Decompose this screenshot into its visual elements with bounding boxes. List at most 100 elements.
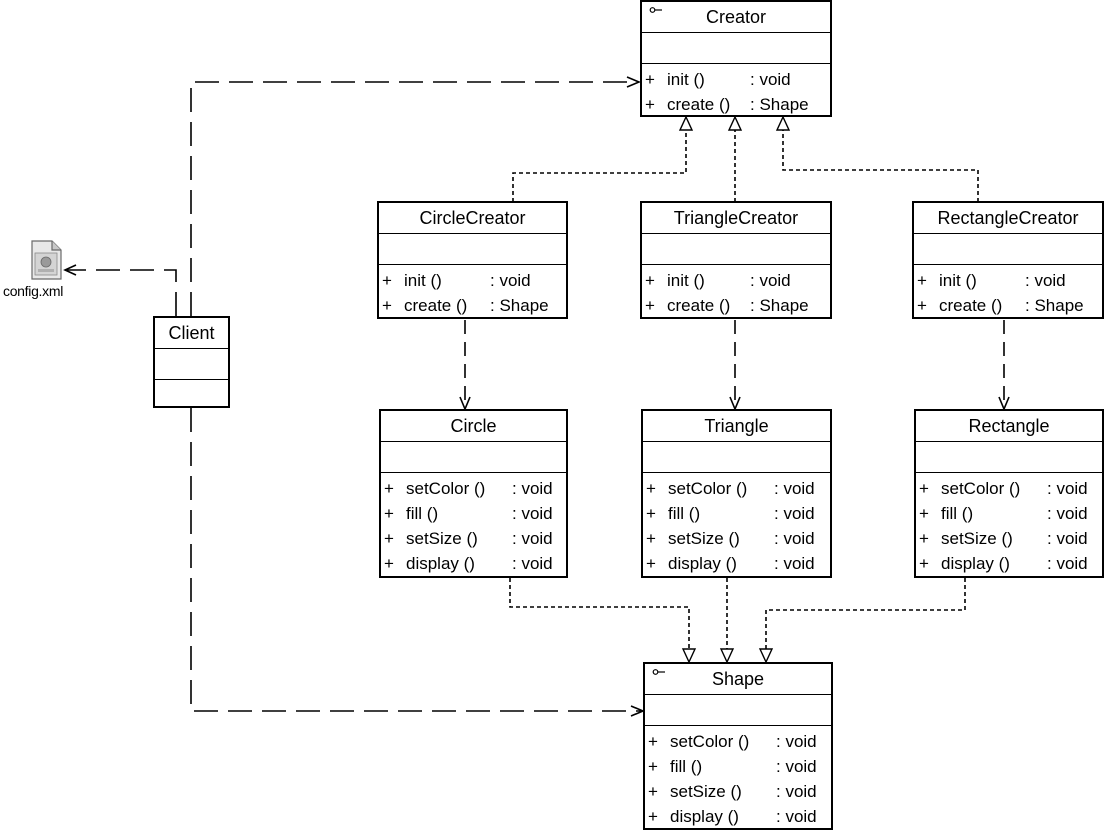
operation-name: display () bbox=[670, 807, 739, 826]
class-shape[interactable]: Shape + setColor () : void + fill () : v… bbox=[643, 662, 833, 830]
xml-file-icon[interactable] bbox=[28, 240, 64, 280]
operation-type: : void bbox=[776, 807, 817, 826]
visibility-marker: + bbox=[646, 504, 656, 523]
visibility-marker: + bbox=[648, 757, 658, 776]
operation-name: setSize () bbox=[670, 782, 742, 801]
operation-name: setSize () bbox=[668, 529, 740, 548]
operation-name: fill () bbox=[668, 504, 701, 523]
operation-row: + fill () : void bbox=[648, 754, 831, 779]
operations-compartment: + setColor () : void + fill () : void + … bbox=[645, 726, 831, 829]
operation-row: + fill () : void bbox=[384, 501, 566, 526]
realization-circlecreator-creator bbox=[512, 130, 687, 202]
realization-rectanglecreator-creator bbox=[782, 130, 979, 202]
operation-type: : void bbox=[750, 271, 791, 290]
class-creator[interactable]: Creator + init () : void + create () : S… bbox=[640, 0, 832, 117]
visibility-marker: + bbox=[646, 554, 656, 573]
class-name-trianglecreator: TriangleCreator bbox=[673, 208, 799, 228]
visibility-marker: + bbox=[648, 732, 658, 751]
class-title: Client bbox=[155, 318, 228, 349]
operation-type: : Shape bbox=[1025, 296, 1084, 315]
visibility-marker: + bbox=[917, 296, 927, 315]
operation-type: : void bbox=[776, 757, 817, 776]
class-name-circle: Circle bbox=[450, 416, 497, 436]
class-name-circlecreator: CircleCreator bbox=[419, 208, 526, 228]
class-circlecreator[interactable]: CircleCreator + init () : void + create … bbox=[377, 201, 568, 319]
class-triangle[interactable]: Triangle + setColor () : void + fill () … bbox=[641, 409, 832, 578]
operation-type: : void bbox=[774, 479, 815, 498]
operation-row: + setColor () : void bbox=[648, 729, 831, 754]
operation-row: + init () : void bbox=[917, 268, 1102, 293]
visibility-marker: + bbox=[382, 296, 392, 315]
operation-name: init () bbox=[667, 70, 705, 89]
visibility-marker: + bbox=[645, 70, 655, 89]
visibility-marker: + bbox=[645, 296, 655, 315]
operation-name: setColor () bbox=[668, 479, 748, 498]
interface-icon bbox=[649, 7, 662, 13]
class-name-rectangle: Rectangle bbox=[968, 416, 1050, 436]
visibility-marker: + bbox=[384, 554, 394, 573]
class-rectangle[interactable]: Rectangle + setColor () : void + fill ()… bbox=[914, 409, 1104, 578]
operation-row: + display () : void bbox=[646, 551, 830, 576]
operations-compartment: + init () : void + create () : Shape bbox=[379, 265, 566, 318]
operation-row: + fill () : void bbox=[646, 501, 830, 526]
operation-name: setColor () bbox=[670, 732, 750, 751]
visibility-marker: + bbox=[384, 504, 394, 523]
attributes-compartment bbox=[642, 234, 830, 265]
operation-name: init () bbox=[667, 271, 705, 290]
class-circle[interactable]: Circle + setColor () : void + fill () : … bbox=[379, 409, 568, 578]
operations-compartment: + init () : void + create () : Shape bbox=[642, 265, 830, 318]
operation-name: create () bbox=[667, 95, 731, 114]
operation-row: + setSize () : void bbox=[648, 779, 831, 804]
class-title: TriangleCreator bbox=[642, 203, 830, 234]
operations-compartment: + setColor () : void + fill () : void + … bbox=[643, 473, 830, 576]
operation-type: : void bbox=[774, 554, 815, 573]
dependency-arrowhead bbox=[63, 264, 77, 276]
operation-name: fill () bbox=[670, 757, 703, 776]
attributes-compartment bbox=[381, 442, 566, 473]
operation-type: : void bbox=[512, 479, 553, 498]
visibility-marker: + bbox=[919, 479, 929, 498]
class-title: CircleCreator bbox=[379, 203, 566, 234]
operation-row: + setSize () : void bbox=[646, 526, 830, 551]
class-client[interactable]: Client bbox=[153, 316, 230, 408]
operation-name: setSize () bbox=[406, 529, 478, 548]
visibility-marker: + bbox=[384, 479, 394, 498]
attributes-compartment bbox=[916, 442, 1102, 473]
operation-type: : void bbox=[750, 70, 791, 89]
visibility-marker: + bbox=[646, 479, 656, 498]
visibility-marker: + bbox=[384, 529, 394, 548]
class-title: Creator bbox=[642, 2, 830, 33]
operation-name: init () bbox=[939, 271, 977, 290]
class-title: Triangle bbox=[643, 411, 830, 442]
realization-rectangle-shape bbox=[765, 578, 966, 649]
dependency-client-config bbox=[67, 269, 177, 316]
attributes-compartment bbox=[642, 33, 830, 64]
visibility-marker: + bbox=[648, 807, 658, 826]
operations-compartment: + setColor () : void + fill () : void + … bbox=[381, 473, 566, 576]
class-title: Circle bbox=[381, 411, 566, 442]
class-title: RectangleCreator bbox=[914, 203, 1102, 234]
operation-type: : Shape bbox=[750, 296, 809, 315]
dependency-arrowhead bbox=[626, 76, 642, 88]
operation-type: : void bbox=[776, 782, 817, 801]
operation-type: : void bbox=[490, 271, 531, 290]
operation-type: : Shape bbox=[750, 95, 809, 114]
operation-row: + setColor () : void bbox=[646, 476, 830, 501]
operation-row: + create () : Shape bbox=[382, 293, 566, 318]
operation-type: : void bbox=[776, 732, 817, 751]
operation-row: + init () : void bbox=[645, 268, 830, 293]
realization-arrowhead bbox=[727, 115, 743, 131]
visibility-marker: + bbox=[919, 504, 929, 523]
attributes-compartment bbox=[155, 349, 228, 380]
class-name-triangle: Triangle bbox=[704, 416, 769, 436]
class-title: Shape bbox=[645, 664, 831, 695]
class-trianglecreator[interactable]: TriangleCreator + init () : void + creat… bbox=[640, 201, 832, 319]
operation-name: display () bbox=[406, 554, 475, 573]
class-rectanglecreator[interactable]: RectangleCreator + init () : void + crea… bbox=[912, 201, 1104, 319]
class-name-creator: Creator bbox=[705, 7, 767, 27]
attributes-compartment bbox=[914, 234, 1102, 265]
operation-row: + display () : void bbox=[384, 551, 566, 576]
visibility-marker: + bbox=[645, 271, 655, 290]
dependency-client-creator bbox=[190, 81, 638, 316]
